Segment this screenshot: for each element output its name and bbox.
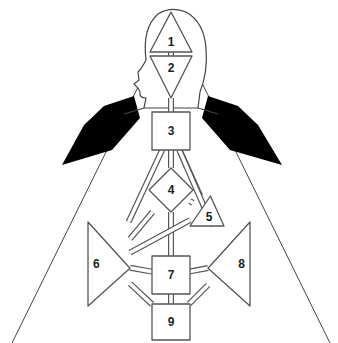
channel-core — [169, 294, 173, 304]
channel — [190, 201, 193, 203]
channel-core — [130, 212, 153, 239]
channel — [171, 150, 172, 168]
channel-core — [130, 268, 152, 272]
center-shape — [150, 12, 192, 52]
energy-center: 7 — [152, 256, 190, 294]
channel — [130, 220, 190, 252]
channel-outline — [130, 268, 152, 272]
center-number: 8 — [238, 258, 245, 270]
center-shape — [208, 222, 250, 306]
channel — [130, 284, 152, 305]
center-number: 3 — [168, 125, 175, 137]
energy-center: 6 — [88, 222, 130, 306]
channel-outline — [189, 285, 208, 304]
center-number: 2 — [168, 62, 175, 74]
center-number: 6 — [93, 258, 100, 270]
channel — [130, 212, 153, 239]
channel-core — [130, 284, 152, 305]
energy-center: 8 — [208, 222, 250, 306]
channel-core — [190, 268, 208, 271]
head-outline — [134, 9, 206, 108]
shoulder — [202, 96, 282, 165]
center-shape — [150, 56, 192, 98]
center-number: 1 — [168, 36, 175, 48]
energy-center: 2 — [150, 56, 192, 98]
center-number: 9 — [168, 316, 175, 328]
channel — [190, 268, 208, 271]
energy-center: 4 — [149, 168, 193, 212]
channel-core — [190, 201, 193, 203]
shoulder — [62, 96, 140, 165]
channel-core — [189, 285, 208, 304]
channel-outline — [130, 212, 153, 239]
energy-center: 5 — [190, 196, 224, 226]
energy-center: 9 — [152, 304, 190, 340]
energy-center: 1 — [150, 12, 192, 52]
channel-outline — [130, 284, 152, 305]
channel — [171, 98, 172, 112]
center-shape — [152, 112, 190, 150]
channel-core — [130, 220, 190, 252]
channel-core — [169, 98, 173, 112]
channel-core — [169, 150, 173, 168]
center-shape — [88, 222, 130, 306]
channel-outline — [168, 98, 174, 112]
center-number: 5 — [206, 211, 213, 223]
channel-outline — [190, 201, 193, 203]
channel — [189, 285, 208, 304]
channel — [130, 268, 152, 272]
center-shape — [149, 168, 193, 212]
channel — [171, 294, 172, 304]
energy-center: 3 — [152, 112, 190, 150]
center-shape — [152, 304, 190, 340]
channel-outline — [168, 294, 174, 304]
center-shape — [152, 256, 190, 294]
channel-outline — [190, 268, 208, 271]
center-number: 7 — [168, 269, 175, 281]
channel-outline — [168, 150, 174, 168]
center-number: 4 — [168, 184, 175, 196]
channel-outline — [130, 220, 190, 252]
center-shape — [190, 196, 224, 226]
